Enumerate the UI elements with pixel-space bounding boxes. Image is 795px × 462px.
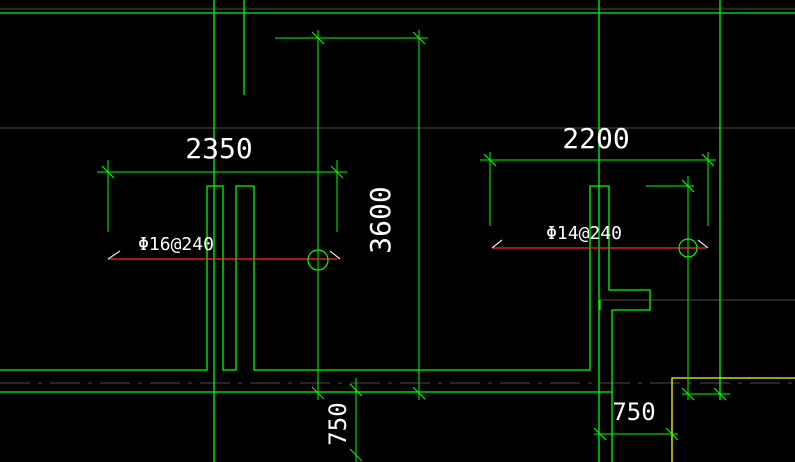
slab-profile-outline [0,185,651,393]
dim-tick-2200-right [701,153,715,167]
rebar-hook-right-a [491,239,503,249]
dim-text-750-left[interactable]: 750 [324,402,352,445]
dim-tick-3600-top [412,31,426,45]
step-outline-right [671,377,795,462]
dim-tick-750-right-left [593,427,607,441]
dim-tick-right-bottom [681,387,695,401]
rebar-label-left[interactable]: Φ16@240 [138,234,214,255]
rebar-label-right[interactable]: Φ14@240 [546,223,622,244]
dim-text-2200[interactable]: 2200 [562,122,629,155]
dim-tick-3600-top-inner [311,31,325,45]
dim-text-2350[interactable]: 2350 [185,132,252,165]
dim-tick-2200-left [483,153,497,167]
dim-tick-2350-right [330,165,344,179]
dim-text-750-right[interactable]: 750 [612,398,655,426]
rebar-circle-left [307,249,329,271]
dim-tick-2350-left [101,165,115,179]
rebar-hook-right-b [697,239,709,249]
rebar-circle-right [678,238,698,258]
dim-tick-right-circle [681,179,695,193]
rebar-hook-left-b [329,250,341,260]
dim-tick-750-left-bottom [349,448,363,462]
dim-tick-750-right-right [665,427,679,441]
rebar-hook-left-a [107,250,121,260]
axis-lines [0,8,795,384]
dim-tick-3600-bottom-inner [311,386,325,400]
dim-tick-750-left [349,383,363,397]
dim-tick-right-bottom-2 [713,387,727,401]
dimension-lines [97,30,730,462]
dim-text-3600[interactable]: 3600 [364,186,397,253]
dim-tick-3600-bottom [412,386,426,400]
rebar-lines [107,238,709,271]
